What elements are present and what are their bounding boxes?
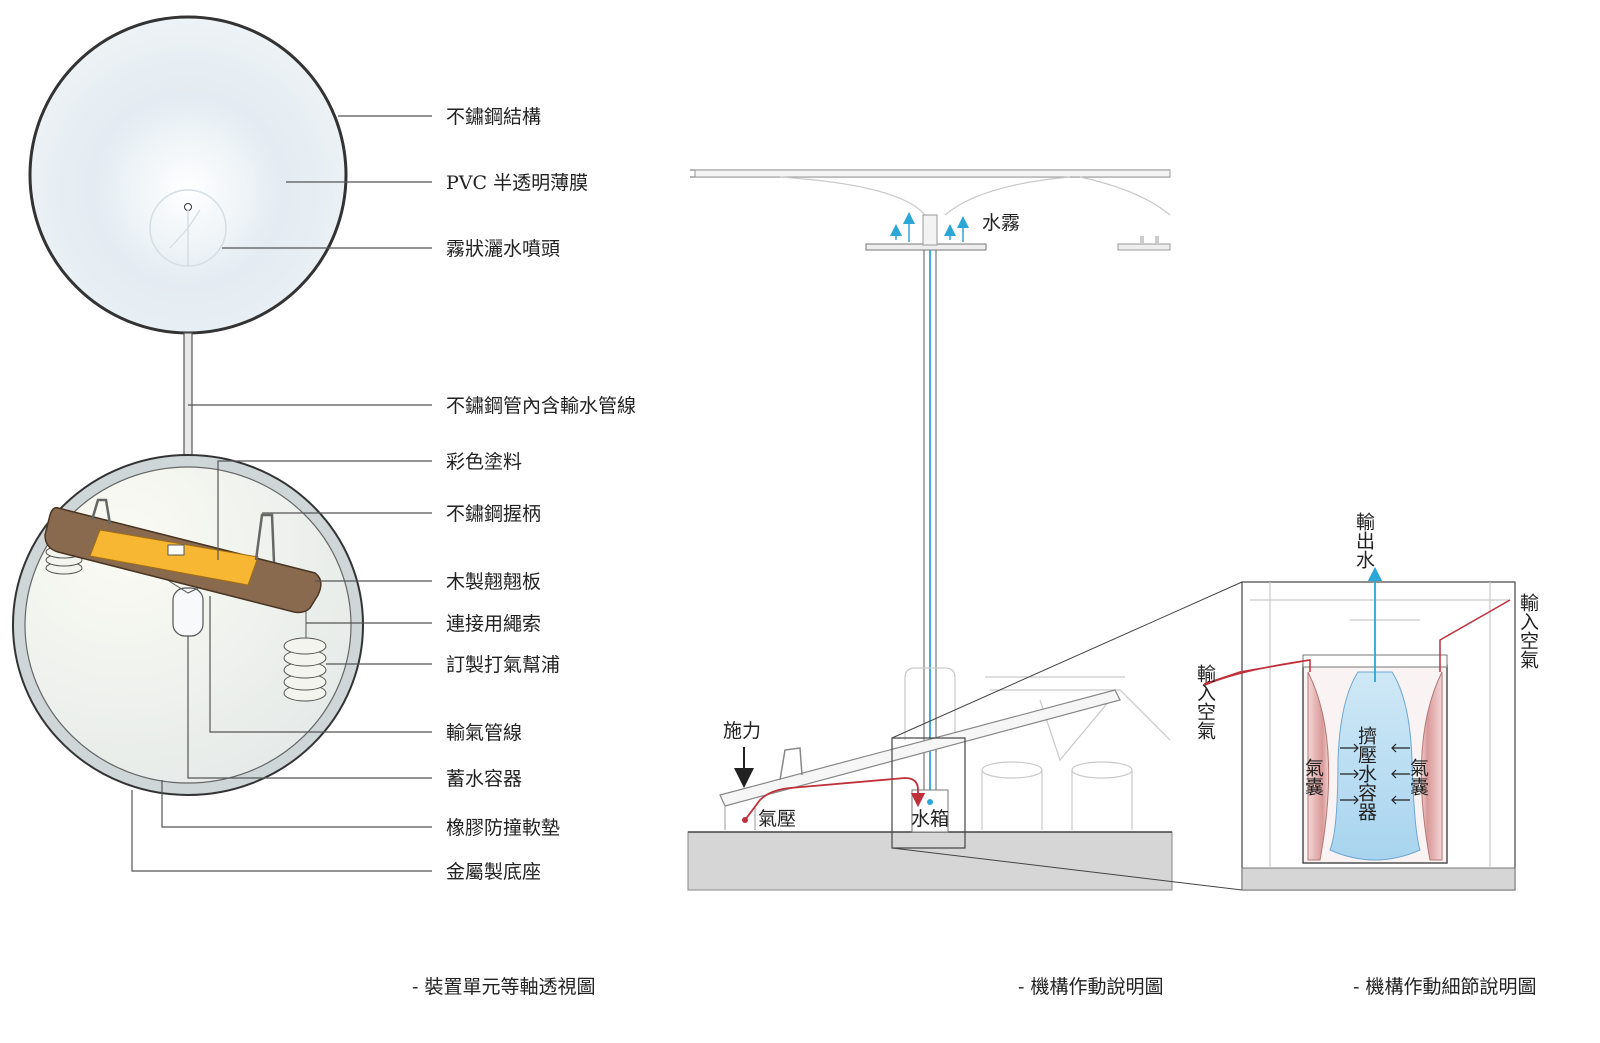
seesaw-side	[719, 689, 1121, 807]
label-steel-pipe: 不鏽鋼管內含輸水管線	[446, 395, 636, 417]
vertical-label-airbag-right: 氣囊	[1407, 758, 1429, 796]
label-pvc-membrane: PVC 半透明薄膜	[446, 172, 588, 194]
airbag-right	[1420, 671, 1443, 861]
leader-lines	[131, 115, 432, 872]
svg-text:氣囊: 氣囊	[1407, 758, 1429, 796]
label-rubber-pad: 橡膠防撞軟墊	[446, 817, 560, 839]
label-steel-structure: 不鏽鋼結構	[446, 106, 541, 128]
squeeze-arrows	[1340, 743, 1410, 805]
label-water-tank: 水箱	[911, 808, 949, 830]
air-input-right	[1439, 599, 1511, 672]
caption-left: - 裝置單元等軸透視圖	[412, 976, 595, 998]
svg-text:擠壓水容器: 擠壓水容器	[1355, 726, 1377, 821]
left-label-list: 不鏽鋼結構 PVC 半透明薄膜 霧狀灑水噴頭 不鏽鋼管內含輸水管線 彩色塗料 不…	[446, 106, 636, 883]
label-air-pressure: 氣壓	[758, 808, 796, 830]
label-rope: 連接用繩索	[446, 613, 541, 635]
label-mist-sprinkler: 霧狀灑水噴頭	[446, 238, 560, 260]
svg-text:輸入空氣: 輸入空氣	[1194, 664, 1216, 740]
vertical-label-airbag-left: 氣囊	[1302, 758, 1324, 796]
caption-right: - 機構作動細節說明圖	[1353, 976, 1536, 998]
label-mist: 水霧	[982, 212, 1020, 234]
squeeze-water-bag	[1329, 671, 1421, 861]
label-metal-base: 金屬製底座	[446, 861, 541, 883]
air-pressure-line	[744, 777, 926, 821]
vertical-label-air-left: 輸入空氣	[1194, 664, 1216, 740]
vertical-label-output-water: 輸出水	[1353, 512, 1375, 569]
svg-text:氣囊: 氣囊	[1302, 758, 1324, 796]
vertical-label-squeeze-container: 擠壓水容器	[1355, 726, 1377, 821]
label-steel-handle: 不鏽鋼握柄	[446, 503, 541, 525]
label-force: 施力	[723, 720, 761, 742]
label-water-container: 蓄水容器	[446, 768, 522, 790]
label-air-pipe: 輸氣管線	[446, 722, 522, 744]
ground	[687, 831, 1173, 891]
label-custom-pump: 訂製打氣幫浦	[446, 654, 560, 676]
water-container	[172, 587, 204, 637]
svg-text:輸入空氣: 輸入空氣	[1517, 593, 1539, 669]
tank-box	[891, 737, 966, 849]
pump-right	[283, 637, 327, 702]
airbag-left	[1307, 671, 1330, 861]
right-panel-detail: 輸出水 輸入空氣 輸入空氣 氣囊 氣囊 擠壓水容器 - 機構作動細節說明圖	[1194, 512, 1539, 998]
seesaw	[44, 498, 322, 614]
vertical-label-air-right: 輸入空氣	[1517, 593, 1539, 669]
label-color-paint: 彩色塗料	[446, 450, 522, 473]
middle-panel-mechanism: 水霧 施力 氣壓	[687, 169, 1243, 998]
membrane-canopy	[28, 15, 348, 335]
left-panel-isometric: 不鏽鋼結構 PVC 半透明薄膜 霧狀灑水噴頭 不鏽鋼管內含輸水管線 彩色塗料 不…	[12, 15, 636, 998]
label-wooden-seesaw: 木製翹翹板	[446, 571, 541, 593]
caption-middle: - 機構作動說明圖	[1018, 976, 1163, 998]
svg-text:輸出水: 輸出水	[1353, 512, 1375, 569]
